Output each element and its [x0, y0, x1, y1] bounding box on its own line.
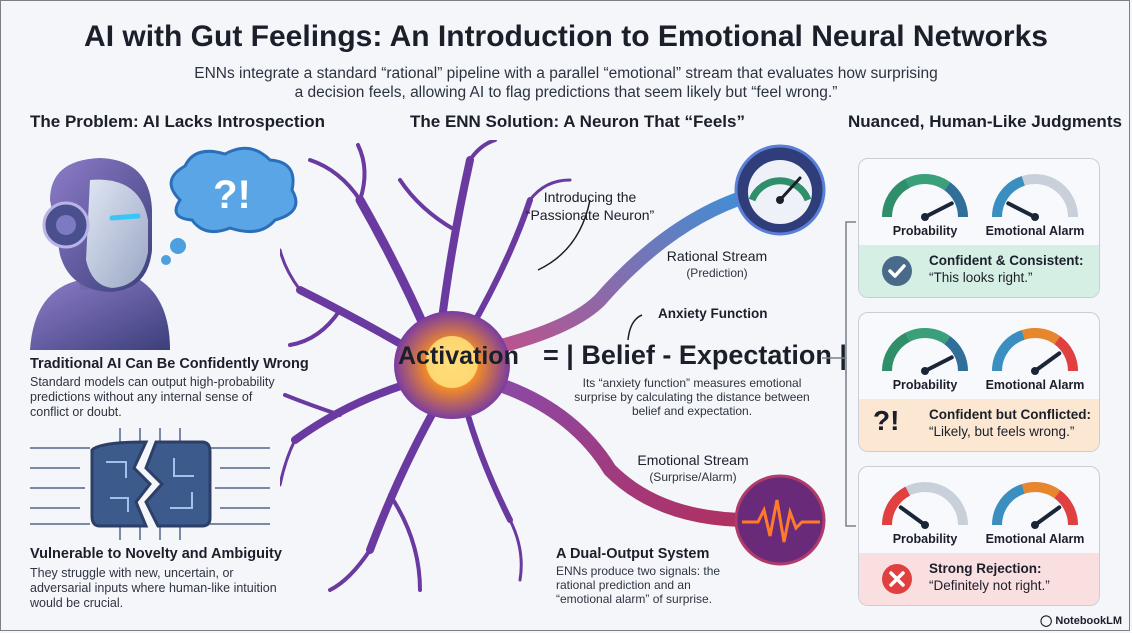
judgment-quote: “This looks right.” — [929, 270, 1033, 285]
gauge-needle — [898, 505, 927, 527]
gauge-segment — [1054, 490, 1078, 526]
gauge-hub — [921, 213, 929, 221]
activation-label: Activation — [398, 342, 519, 370]
gauge-segment — [1021, 328, 1061, 345]
emotional-waveform-icon — [734, 474, 826, 566]
judgment-card-1: Probability Emotional Alarm Confident & … — [858, 158, 1100, 298]
thought-bubble-icon — [169, 146, 298, 234]
gauge-segment — [882, 332, 911, 372]
judgment-quote: “Definitely not right.” — [929, 578, 1050, 593]
notebooklm-logo: ◯ NotebookLM — [1040, 614, 1122, 627]
emotional-alarm-gauge — [992, 174, 1078, 221]
gauge-needle — [1006, 201, 1037, 219]
gauge-needle — [1033, 505, 1062, 527]
dual-output-body: ENNs produce two signals: the rational p… — [556, 564, 721, 606]
robot-shoulders — [30, 280, 170, 350]
probability-gauge — [882, 328, 968, 375]
rational-stream-sub: (Prediction) — [686, 266, 748, 280]
check-icon — [882, 256, 912, 286]
center-heading: The ENN Solution: A Neuron That “Feels” — [410, 112, 745, 131]
gauge-hub — [1031, 213, 1039, 221]
gauge-segment — [992, 484, 1026, 526]
gauge-segment — [1021, 482, 1061, 499]
gauge-hub — [1031, 521, 1039, 529]
rational-stream-title: Rational Stream — [666, 248, 768, 264]
gauge-segment — [882, 486, 911, 526]
emotional-axon — [478, 373, 757, 527]
broken-chip-illustration — [30, 428, 270, 540]
anxiety-body: Its “anxiety function” measures emotiona… — [574, 376, 810, 418]
judgment-band: Strong Rejection: “Definitely not right.… — [859, 553, 1099, 605]
gauge-segment — [1054, 336, 1078, 372]
emotional-stream-sub: (Surprise/Alarm) — [649, 470, 737, 484]
intro-line1: Introducing the — [543, 189, 637, 205]
gauge-segment — [905, 328, 951, 345]
neuron-diagram — [280, 140, 826, 592]
conflict-icon: ?! — [873, 405, 900, 436]
gauge-segment — [905, 174, 951, 191]
right-heading: Nuanced, Human-Like Judgments — [848, 112, 1122, 131]
left-heading: The Problem: AI Lacks Introspection — [30, 112, 326, 131]
gauge-segment — [944, 182, 968, 218]
judgment-band: Confident & Consistent: “This looks righ… — [859, 245, 1099, 297]
gauge-segment — [992, 176, 1026, 218]
intro-line2: “Passionate Neuron” — [525, 207, 655, 223]
emotional-alarm-gauge — [992, 482, 1078, 529]
section1-title: Traditional AI Can Be Confidently Wrong — [30, 356, 309, 372]
judgment-card-3: Probability Emotional Alarm Strong Rejec… — [858, 466, 1100, 606]
robot-illustration: ?! — [30, 146, 298, 350]
emotional-stream-title: Emotional Stream — [637, 452, 749, 468]
notebooklm-brand: NotebookLM — [1055, 615, 1122, 627]
section2-body: They struggle with new, uncertain, or ad… — [30, 566, 277, 610]
judgment-band: ?! Confident but Conflicted: “Likely, bu… — [859, 399, 1099, 451]
gauge-needle — [923, 355, 954, 373]
rational-gauge-icon — [734, 144, 826, 236]
judgment-bracket — [822, 221, 856, 527]
dual-output-title: A Dual-Output System — [556, 546, 710, 562]
gauge-needle — [923, 201, 954, 219]
intro-leader-line — [537, 199, 591, 271]
emotional-alarm-label: Emotional Alarm — [985, 378, 1085, 392]
judgment-quote: “Likely, but feels wrong.” — [929, 424, 1075, 439]
gauge-segment — [944, 336, 968, 372]
neuron-nucleus — [426, 336, 478, 388]
gauge-hub — [1031, 367, 1039, 375]
probability-gauge — [882, 174, 968, 221]
judgment-title: Confident but Conflicted: — [929, 407, 1091, 422]
judgment-title: Confident & Consistent: — [929, 253, 1084, 268]
rational-axon — [478, 188, 757, 357]
anxiety-leader-line — [627, 314, 643, 341]
chip-right-half — [144, 440, 212, 528]
bubble-text: ?! — [213, 173, 251, 217]
anxiety-formula: = | Belief - Expectation | — [543, 340, 847, 370]
page-subtitle: ENNs integrate a standard “rational” pip… — [194, 65, 938, 101]
section1-body: Standard models can output high-probabil… — [30, 375, 275, 419]
notebooklm-logo-icon: ◯ — [1040, 615, 1053, 627]
gauge-needle — [1033, 351, 1062, 373]
cross-icon — [882, 564, 912, 594]
probability-label: Probability — [892, 378, 958, 392]
page-title: AI with Gut Feelings: An Introduction to… — [84, 20, 1048, 53]
emotional-alarm-label: Emotional Alarm — [985, 224, 1085, 238]
emotional-alarm-label: Emotional Alarm — [985, 532, 1085, 546]
gauge-segment — [882, 178, 911, 218]
chip-left-half — [90, 440, 152, 528]
judgment-card-2: Probability Emotional Alarm ?! Confident… — [858, 312, 1100, 452]
probability-label: Probability — [892, 532, 958, 546]
probability-gauge — [882, 482, 968, 529]
robot-eye-icon — [109, 213, 141, 221]
section2-title: Vulnerable to Novelty and Ambiguity — [30, 546, 282, 562]
probability-label: Probability — [892, 224, 958, 238]
gauge-hub — [921, 367, 929, 375]
anxiety-function-title: Anxiety Function — [658, 306, 768, 321]
judgment-title: Strong Rejection: — [929, 561, 1042, 576]
gauge-hub — [921, 521, 929, 529]
robot-face — [86, 179, 148, 288]
emotional-alarm-gauge — [992, 328, 1078, 375]
gauge-segment — [992, 330, 1026, 372]
